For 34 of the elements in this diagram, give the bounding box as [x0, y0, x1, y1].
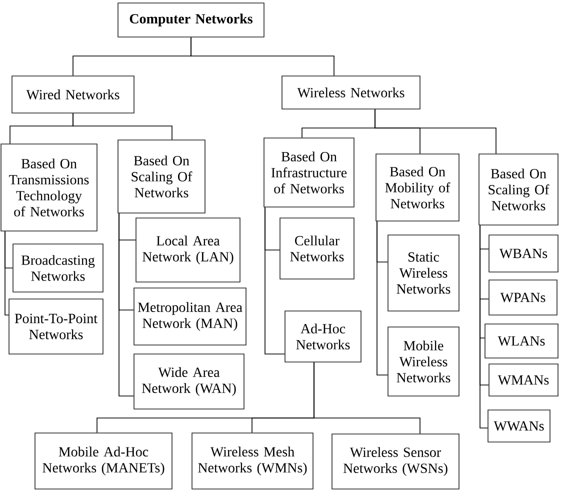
item-box: WWANs — [488, 410, 550, 442]
category-box: Based On Scaling Of Networks — [478, 154, 558, 226]
item-box: WMANs — [488, 364, 558, 396]
category-box: Based On Infrastructure of Networks — [264, 138, 354, 208]
item-box: Static Wireless Networks — [388, 234, 460, 312]
connector-line — [376, 221, 388, 376]
item-box: Wide Area Network (WAN) — [134, 354, 244, 410]
connector-line — [118, 213, 134, 396]
item-box: WLANs — [484, 324, 558, 358]
title-box: Computer Networks — [118, 2, 264, 38]
connector-line — [314, 362, 420, 434]
item-box: WPANs — [488, 280, 558, 316]
item-box: Wireless Sensor Networks (WSNs) — [332, 434, 460, 490]
item-box: Local Area Network (LAN) — [136, 218, 240, 282]
category-box: Based On Scaling Of Networks — [118, 140, 206, 214]
connector-line — [480, 225, 488, 428]
category-box: Ad-Hoc Networks — [284, 310, 362, 362]
category-box: Based On Mobility of Networks — [376, 154, 460, 222]
item-box: Broadcasting Networks — [12, 244, 104, 292]
item-box: Point-To-Point Networks — [8, 298, 104, 354]
connector-line — [72, 113, 172, 140]
category-box: Based On Transmissions Technology of Networks — [0, 144, 98, 232]
connector-line — [264, 207, 285, 354]
item-box: Wireless Mesh Networks (WMNs) — [192, 432, 314, 490]
connector-line — [190, 37, 334, 76]
item-box: Cellular Networks — [280, 218, 354, 280]
category-box: Wired Networks — [12, 76, 134, 114]
item-box: Metropolitan Area Network (MAN) — [134, 288, 246, 346]
item-box: Mobile Ad-Hoc Networks (MANETs) — [34, 432, 172, 490]
item-box: Mobile Wireless Networks — [388, 326, 460, 396]
connector-line — [4, 231, 9, 316]
category-box: Wireless Networks — [282, 76, 420, 110]
item-box: WBANs — [488, 234, 558, 272]
connector-line — [374, 109, 496, 154]
